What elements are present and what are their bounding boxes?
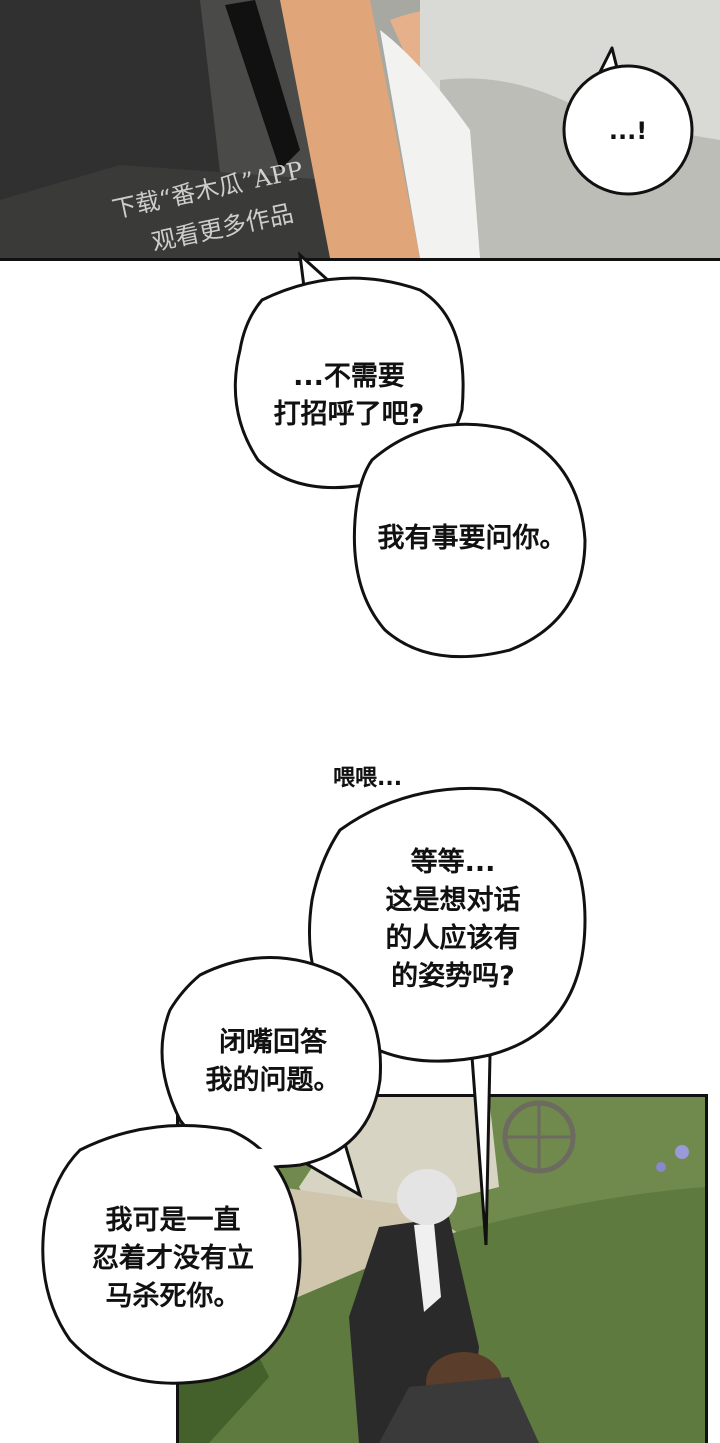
bubble-4-text: 闭嘴回答 我的问题。 (205, 1027, 341, 1096)
sfx-text: 喂喂... (333, 766, 403, 791)
bubble-2-text: 我有事要问你。 (377, 523, 567, 554)
bubble-5-text: 我可是一直 忍着才没有立 马杀死你。 (92, 1205, 254, 1312)
bubble-3-text: 等等... 这是想对话 的人应该有 的姿势吗? (385, 847, 521, 992)
bubble-exclaim-text: ...! (608, 117, 648, 145)
bubble-1-text: ...不需要 打招呼了吧? (273, 361, 425, 430)
